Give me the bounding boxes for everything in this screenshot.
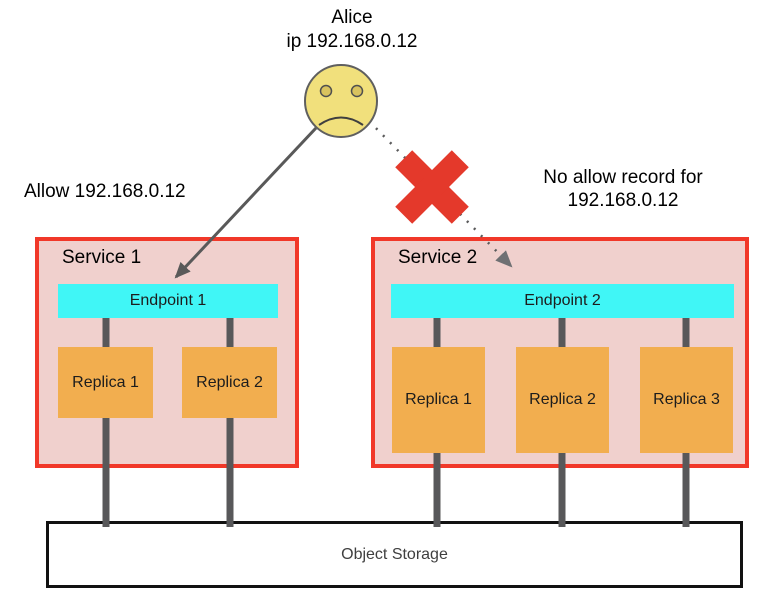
deny-annotation-line1: No allow record for — [543, 167, 703, 188]
actor-ip: ip 192.168.0.12 — [286, 31, 418, 52]
object-storage-box: Object Storage — [46, 521, 743, 588]
endpoint-1-label: Endpoint 1 — [129, 292, 207, 309]
service-1-replica-1: Replica 1 — [58, 347, 153, 418]
service-2-replica-3: Replica 3 — [640, 347, 733, 453]
sad-face-icon — [304, 64, 378, 138]
deny-annotation-line2: 192.168.0.12 — [567, 190, 679, 211]
service-2-title: Service 2 — [398, 247, 478, 268]
allow-annotation: Allow 192.168.0.12 — [24, 181, 186, 202]
replica-label: Replica 3 — [653, 391, 720, 408]
object-storage-label: Object Storage — [341, 545, 448, 563]
replica-label: Replica 1 — [72, 373, 139, 391]
endpoint-2-label: Endpoint 2 — [524, 292, 601, 309]
service-1-endpoint: Endpoint 1 — [58, 284, 278, 318]
service-2-replica-2: Replica 2 — [516, 347, 609, 453]
service-2-replica-1: Replica 1 — [392, 347, 485, 453]
service-2-endpoint: Endpoint 2 — [391, 284, 734, 318]
replica-label: Replica 2 — [196, 373, 263, 391]
actor-name: Alice — [331, 7, 373, 28]
deny-annotation: No allow record for 192.168.0.12 — [518, 166, 728, 212]
replica-label: Replica 1 — [405, 391, 472, 408]
actor-label: Alice ip 192.168.0.12 — [252, 6, 452, 54]
service-1-title: Service 1 — [62, 247, 142, 268]
solid-arrow — [174, 126, 318, 279]
replica-label: Replica 2 — [529, 391, 596, 408]
service-1-replica-2: Replica 2 — [182, 347, 277, 418]
red-cross-icon — [395, 150, 469, 224]
